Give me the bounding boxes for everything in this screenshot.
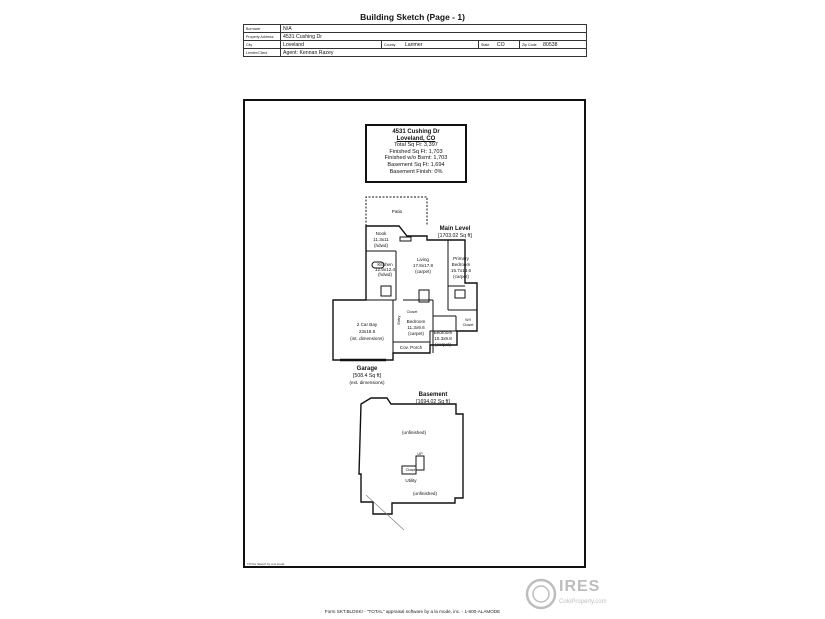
ires-logo: IRES ColoProperty.com — [523, 576, 649, 612]
ires-logo-text: IRES — [559, 578, 601, 595]
patio-label: Patio — [392, 209, 403, 214]
wi-closet-label-2: Closet — [463, 323, 475, 327]
state-value: CO — [496, 41, 505, 48]
patio-outline — [365, 196, 428, 226]
entry-label: Entry — [397, 315, 401, 324]
unfinished-label-2: (unfinished) — [413, 491, 437, 496]
garage-bay-dim: 23x18.6 — [359, 329, 376, 334]
sketch-sheet — [243, 99, 586, 568]
basement-outline — [358, 397, 464, 515]
zip-value: 80538 — [543, 41, 558, 48]
garage-ext: (ext. dimensions) — [350, 380, 385, 385]
kitchen-dim: 12.9x12.4 — [375, 267, 396, 272]
garage-area: [508.4 Sq ft] — [353, 373, 382, 379]
wi-closet-label: W/I — [465, 318, 471, 322]
living-dim: 17.8x17.8 — [413, 263, 434, 268]
garage-label: Garage — [357, 366, 378, 372]
bedroom-2-label: Bedroom — [434, 330, 453, 335]
living-label: Living — [417, 257, 429, 262]
living-floor: (carpet) — [415, 269, 431, 274]
summary-finished: Finished Sq Ft: 1,703 — [389, 148, 443, 155]
state-label: State — [481, 42, 490, 47]
basement-closet — [401, 465, 417, 475]
bedroom-1-dim: 11.3x9.6 — [407, 325, 425, 330]
unfinished-label-1: (unfinished) — [402, 430, 426, 435]
nook-label: Nook — [376, 231, 387, 236]
summary-city: Loveland, CO — [396, 135, 436, 142]
dimension-line — [365, 494, 405, 531]
ires-emblem-icon — [525, 578, 557, 610]
lender-value: Agent: Kennan Razey — [280, 48, 587, 57]
nook-floor: (hdwd) — [374, 243, 389, 248]
garage-bay-note: (int. dimensions) — [350, 336, 384, 341]
basement-stair — [415, 455, 425, 471]
basement-area: [1694.02 Sq ft] — [416, 399, 450, 405]
property-header-table: Borrower N/A Property Address 4531 Cushi… — [243, 24, 587, 57]
property-summary-box: 4531 Cushing Dr Loveland, CO Total Sq Ft… — [365, 124, 467, 183]
county-value: Larimer — [404, 41, 423, 48]
kitchen-label: Kitchen — [377, 262, 393, 267]
wall — [429, 330, 457, 345]
cov-porch-label: Cov. Porch — [400, 345, 423, 350]
kitchen-fixture — [380, 285, 392, 297]
summary-total: Total Sq Ft: 3,397 — [394, 142, 438, 149]
bedroom-1-floor: (carpet) — [408, 331, 424, 336]
primary-label: Primary — [453, 256, 470, 261]
county-label: County — [384, 42, 396, 47]
bedroom-1-label: Bedroom — [407, 319, 426, 324]
stair — [418, 289, 430, 303]
sheet-note: TOTAL Sketch by a la mode — [247, 562, 285, 566]
primary-floor: (carpet) — [453, 274, 469, 279]
main-level-label: Main Level — [440, 226, 471, 232]
page-title: Building Sketch (Page - 1) — [360, 12, 465, 22]
primary-dim: 15.7x13.6 — [451, 268, 472, 273]
up-label: UP — [417, 452, 423, 456]
zip-label: Zip Code — [522, 42, 537, 47]
summary-basement-finish: Basement Finish: 0% — [389, 168, 443, 175]
summary-basement: Basement Sq Ft: 1,694 — [387, 161, 445, 168]
kitchen-floor: (hdwd) — [378, 272, 393, 277]
primary-label-2: Bedroom — [452, 262, 471, 267]
bedroom-2-floor: (carpet) — [435, 342, 451, 347]
summary-street: 4531 Cushing Dr — [392, 129, 440, 135]
ires-logo-web: ColoProperty.com — [559, 599, 607, 605]
primary-bath-fixture — [454, 289, 466, 299]
garage-bay-label: 2 Car Bay — [357, 322, 378, 327]
bedroom-2-dim: 10.3x9.8 — [434, 336, 452, 341]
fireplace — [399, 236, 412, 242]
closet-label: Closet — [407, 310, 419, 314]
basement-label: Basement — [419, 392, 448, 398]
kitchen-island — [371, 261, 385, 269]
form-footer: Form SKT.BLDSKI - "TOTAL" appraisal soft… — [324, 609, 501, 614]
basement-closet-label: Closet — [406, 468, 418, 472]
nook-dim: 11.3x11 — [373, 237, 389, 242]
main-level-area: [1703.02 Sq ft] — [438, 233, 472, 239]
summary-finished-wo-bsmt: Finished w/o Bsmt: 1,703 — [384, 155, 448, 162]
utility-label: Utility — [405, 478, 417, 483]
